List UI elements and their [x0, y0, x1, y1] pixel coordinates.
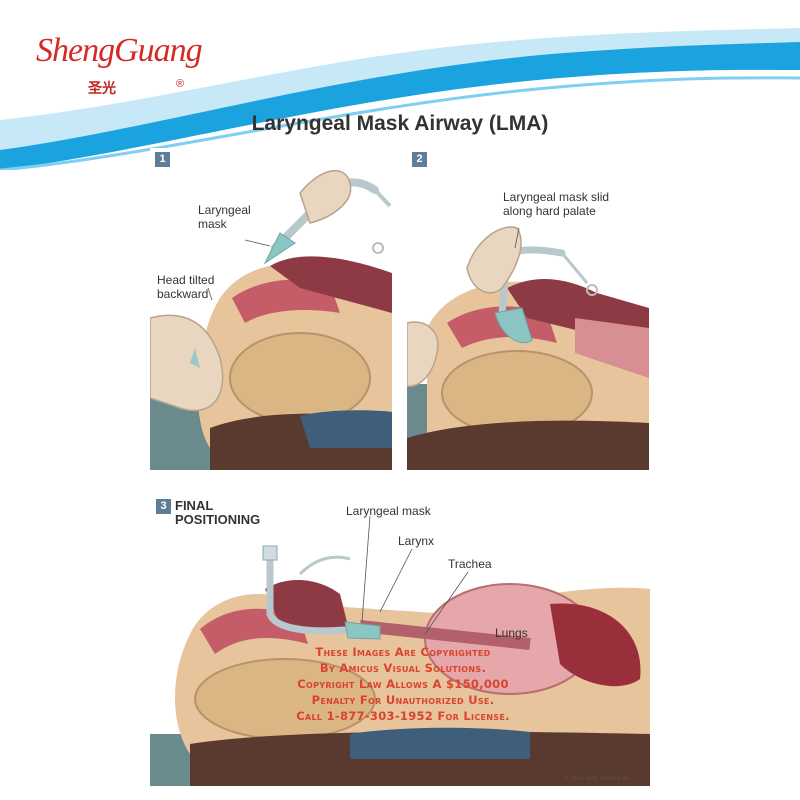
final-positioning-heading: FINAL POSITIONING — [175, 498, 261, 527]
registered-mark: ® — [176, 78, 185, 90]
step-number: 2 — [412, 152, 427, 167]
page-title: Laryngeal Mask Airway (LMA) — [251, 112, 549, 135]
label-lungs: Lungs — [495, 626, 528, 640]
step-number: 1 — [155, 152, 170, 167]
label-laryngeal-mask-final: Laryngeal mask — [346, 504, 431, 518]
panel-1: 1 Laryngeal mask Head tilted backward — [150, 148, 392, 470]
label-head-tilted: Head tilted backward — [157, 273, 215, 301]
panel-3-illustration — [150, 515, 650, 786]
brand-logo-chinese: 圣光 — [88, 80, 116, 96]
copyright-watermark: These Images Are Copyrighted By Amicus V… — [296, 645, 510, 723]
panel-2: 2 Laryngeal mask slid along hard palate — [407, 148, 649, 470]
copyright-note: © 2011 AVS, Precise Inc. — [565, 776, 632, 782]
label-mask-slid: Laryngeal mask slid along hard palate — [503, 190, 610, 218]
header-wave — [0, 0, 800, 170]
brand-logo-text: ShengGuang — [36, 32, 203, 69]
panel-2-illustration — [407, 226, 649, 470]
panel-1-illustration — [150, 169, 392, 470]
panel-3: 3 Laryngeal mask Larynx Trachea Lungs — [150, 494, 650, 786]
label-laryngeal-mask: Laryngeal mask — [198, 203, 251, 231]
step-number: 3 — [156, 499, 171, 514]
label-trachea: Trachea — [448, 557, 492, 571]
label-larynx: Larynx — [398, 534, 435, 548]
